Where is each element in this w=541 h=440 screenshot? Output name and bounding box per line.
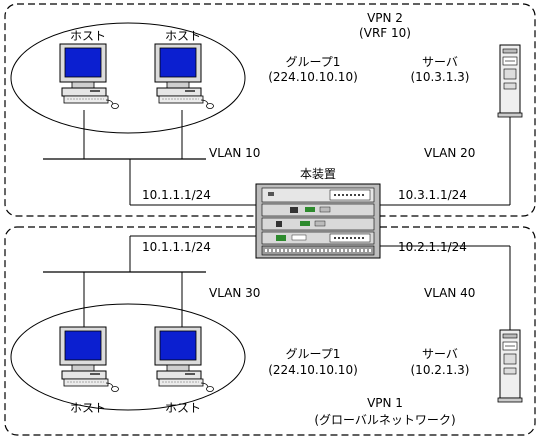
vpn2-host1-pc-icon [59, 43, 119, 109]
vpn2-vlan-left: VLAN 10 [209, 146, 260, 160]
vpn2-vlan-right: VLAN 20 [424, 146, 475, 160]
vpn1-title: VPN 1 [367, 396, 403, 410]
vpn1-server-label: サーバ [422, 347, 458, 361]
vpn2-host2-label: ホスト [165, 29, 201, 43]
vpn1-host-group-ellipse [10, 303, 246, 411]
vpn1-subtitle: (グローバルネットワーク) [314, 413, 455, 427]
vpn1-group-label: グループ1 [286, 347, 341, 361]
vpn1-group-address: (224.10.10.10) [268, 363, 358, 377]
vpn2-server-label: サーバ [422, 55, 458, 69]
vpn1-host1-label: ホスト [70, 401, 106, 415]
device-label: 本装置 [300, 167, 336, 181]
vpn2-group-address: (224.10.10.10) [268, 70, 358, 84]
vpn2-server-address: (10.3.1.3) [411, 70, 470, 84]
vpn1-server-address: (10.2.1.3) [411, 363, 470, 377]
vpn1-address-left: 10.1.1.1/24 [142, 240, 211, 254]
vpn2-server-tower-icon [497, 44, 523, 118]
vpn1-vlan-right: VLAN 40 [424, 286, 475, 300]
vpn1-server-tower-icon [497, 329, 523, 403]
vpn2-address-left: 10.1.1.1/24 [142, 188, 211, 202]
vpn1-address-right: 10.2.1.1/24 [398, 240, 467, 254]
vpn1-host2-pc-icon [154, 326, 214, 392]
vpn1-host2-label: ホスト [165, 401, 201, 415]
vpn1-host1-pc-icon [59, 326, 119, 392]
vpn2-host1-label: ホスト [70, 29, 106, 43]
vpn2-title: VPN 2 [367, 11, 403, 25]
vpn1-vlan-left: VLAN 30 [209, 286, 260, 300]
vpn2-host-group-ellipse [10, 22, 246, 134]
vpn2-vrf-label: (VRF 10) [359, 26, 411, 40]
router-device-icon [255, 183, 381, 259]
vpn2-group-label: グループ1 [286, 55, 341, 69]
vpn2-address-right: 10.3.1.1/24 [398, 188, 467, 202]
vpn2-host2-pc-icon [154, 43, 214, 109]
